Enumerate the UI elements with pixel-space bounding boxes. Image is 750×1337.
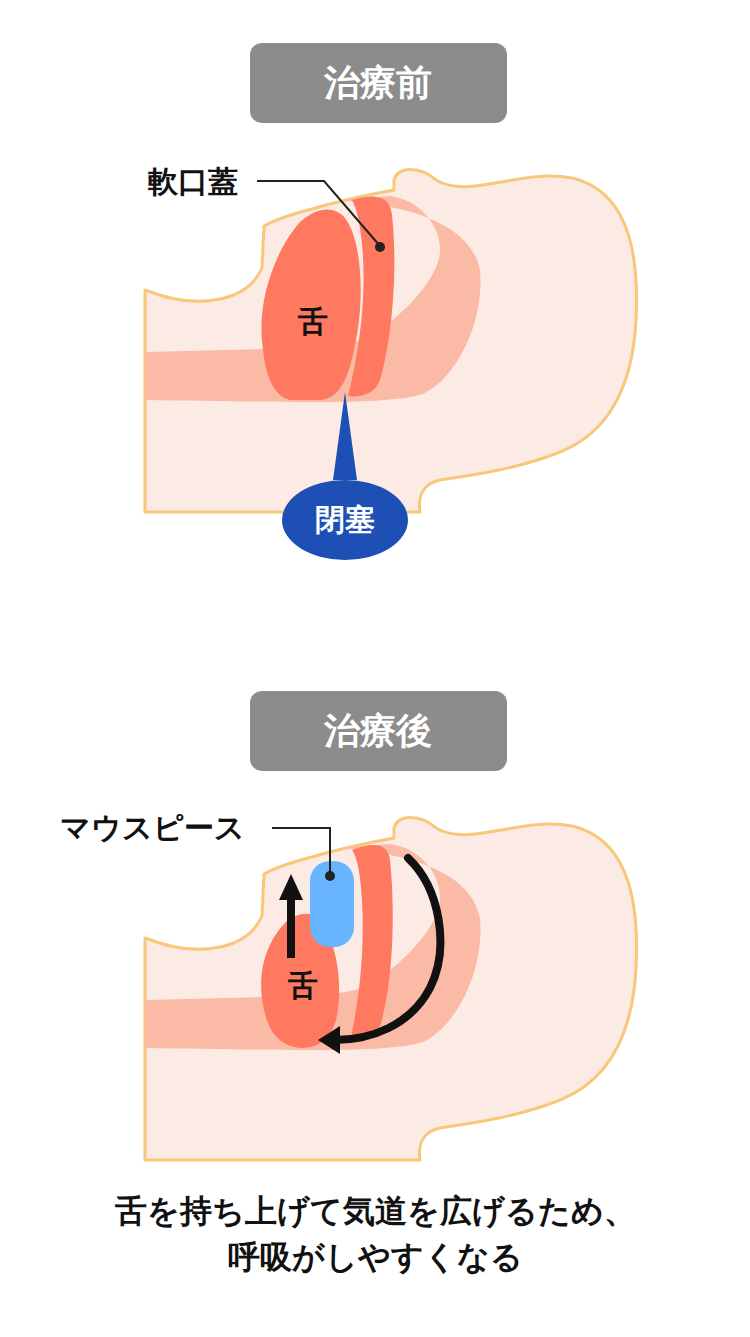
head-after: [145, 818, 637, 1161]
pointer: [333, 392, 357, 480]
up-arrow: [287, 898, 295, 958]
mouthpiece: [310, 861, 354, 947]
leader-dot: [325, 871, 335, 881]
caption: 舌を持ち上げて気道を広げるため、 呼吸がしやすくなる: [95, 1188, 655, 1281]
head-before: [145, 170, 637, 513]
part-label: マウスピース: [60, 808, 245, 849]
up-arrow-head: [279, 874, 303, 900]
callout-ellipse: 閉塞: [282, 480, 408, 560]
airflow-arrow-head: [318, 1026, 340, 1054]
airflow-arrow: [335, 858, 440, 1040]
title-box: 治療前: [250, 43, 507, 123]
part-label: 軟口蓋: [148, 162, 238, 203]
title-box: 治療後: [250, 691, 507, 771]
soft-palate: [350, 845, 393, 1043]
node-text: 治療前: [324, 59, 432, 108]
leader-dot: [375, 242, 385, 252]
part-label: 舌: [298, 302, 328, 343]
node-text: 閉塞: [315, 500, 375, 541]
leader-line: [272, 828, 330, 874]
tongue: [261, 209, 360, 400]
leader-line: [257, 181, 380, 246]
part-label: 舌: [288, 966, 318, 1007]
node-text: 治療後: [324, 707, 432, 756]
soft-palate: [348, 197, 394, 397]
